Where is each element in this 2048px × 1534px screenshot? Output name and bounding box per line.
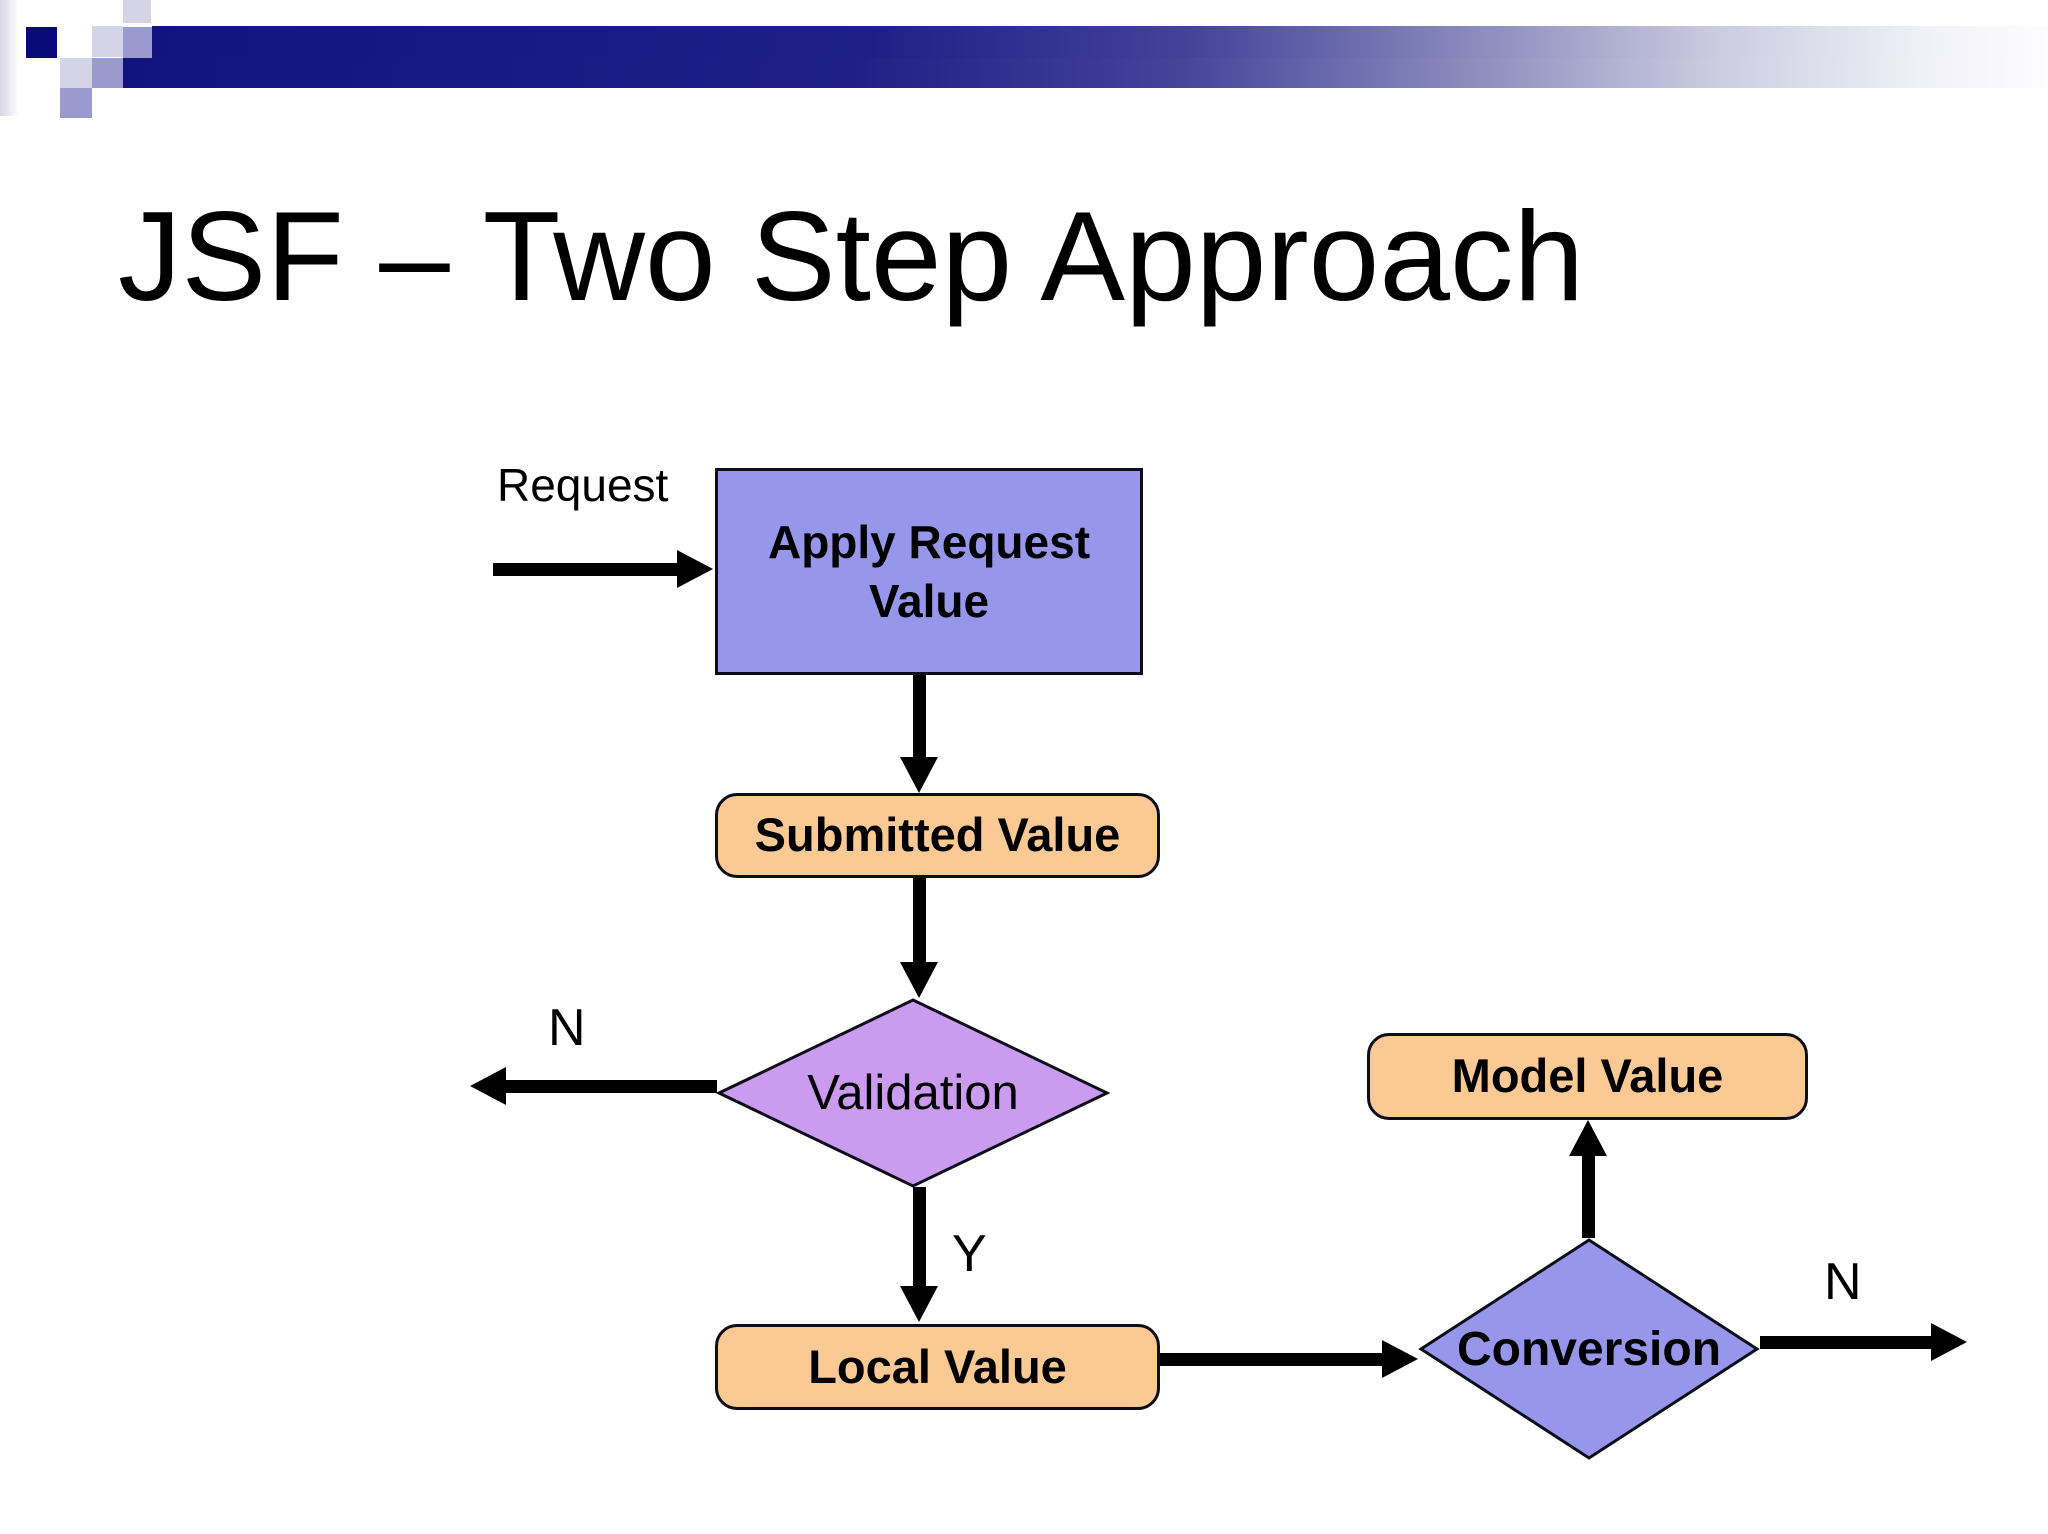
arrow-shaft [506, 1079, 717, 1093]
arrow-local-to-conversion [1160, 1340, 1418, 1378]
arrowhead-right-icon [1931, 1323, 1967, 1361]
state-model-value: Model Value [1367, 1033, 1808, 1120]
process-apply-request-value: Apply Request Value [715, 468, 1143, 675]
arrow-shaft [912, 675, 926, 757]
request-label: Request [497, 459, 669, 511]
arrowhead-up-icon [1569, 1120, 1607, 1156]
arrow-shaft [912, 1187, 926, 1286]
arrow-shaft [1760, 1335, 1931, 1349]
arrow-shaft [912, 878, 926, 962]
arrow-submitted-to-validation [898, 878, 940, 998]
deco-square-periwinkle-2 [92, 58, 123, 88]
arrowhead-right-icon [1382, 1340, 1418, 1378]
header-left-strip [0, 0, 19, 116]
arrowhead-down-icon [900, 757, 938, 793]
decision-conversion: Conversion [1418, 1238, 1760, 1460]
arrow-conversion-no [1760, 1323, 1967, 1361]
validation-diamond-shape [716, 998, 1110, 1188]
arrow-validation-to-local [898, 1187, 940, 1322]
arrow-apply-to-submitted [898, 675, 940, 793]
deco-square-periwinkle-1 [123, 27, 152, 58]
request-arrow [493, 550, 713, 588]
validation-yes-label: Y [952, 1225, 987, 1283]
state-submitted-value: Submitted Value [715, 793, 1160, 878]
arrow-validation-no [470, 1067, 717, 1105]
deco-square-lavender-1 [92, 26, 123, 57]
arrow-shaft [493, 562, 677, 576]
arrowhead-down-icon [900, 1286, 938, 1322]
deco-square-navy [26, 27, 57, 58]
deco-square-lavender-2 [60, 58, 92, 88]
header-gradient-bar-top [152, 26, 2048, 58]
node-label: Apply Request Value [767, 515, 1091, 627]
conversion-no-label: N [1824, 1253, 1862, 1311]
arrow-conversion-to-model [1567, 1120, 1609, 1238]
validation-no-label: N [548, 999, 586, 1057]
arrowhead-left-icon [470, 1067, 506, 1105]
state-local-value: Local Value [715, 1324, 1160, 1410]
header-gradient-bar-bottom [123, 58, 2048, 88]
conversion-diamond-shape [1418, 1238, 1760, 1460]
arrow-shaft [1581, 1156, 1595, 1238]
node-label: Model Value [1451, 1049, 1724, 1103]
slide-title: JSF – Two Step Approach [118, 185, 1585, 327]
deco-square-periwinkle-3 [60, 88, 92, 118]
deco-square-lavender-top [123, 0, 151, 23]
node-label: Local Value [808, 1339, 1067, 1393]
decision-validation: Validation [716, 998, 1110, 1188]
node-label: Conversion [1456, 1322, 1722, 1376]
node-label: Validation [807, 1066, 1019, 1120]
arrowhead-down-icon [900, 962, 938, 998]
node-label: Submitted Value [754, 808, 1121, 862]
arrow-shaft [1160, 1352, 1382, 1366]
arrowhead-right-icon [677, 550, 713, 588]
